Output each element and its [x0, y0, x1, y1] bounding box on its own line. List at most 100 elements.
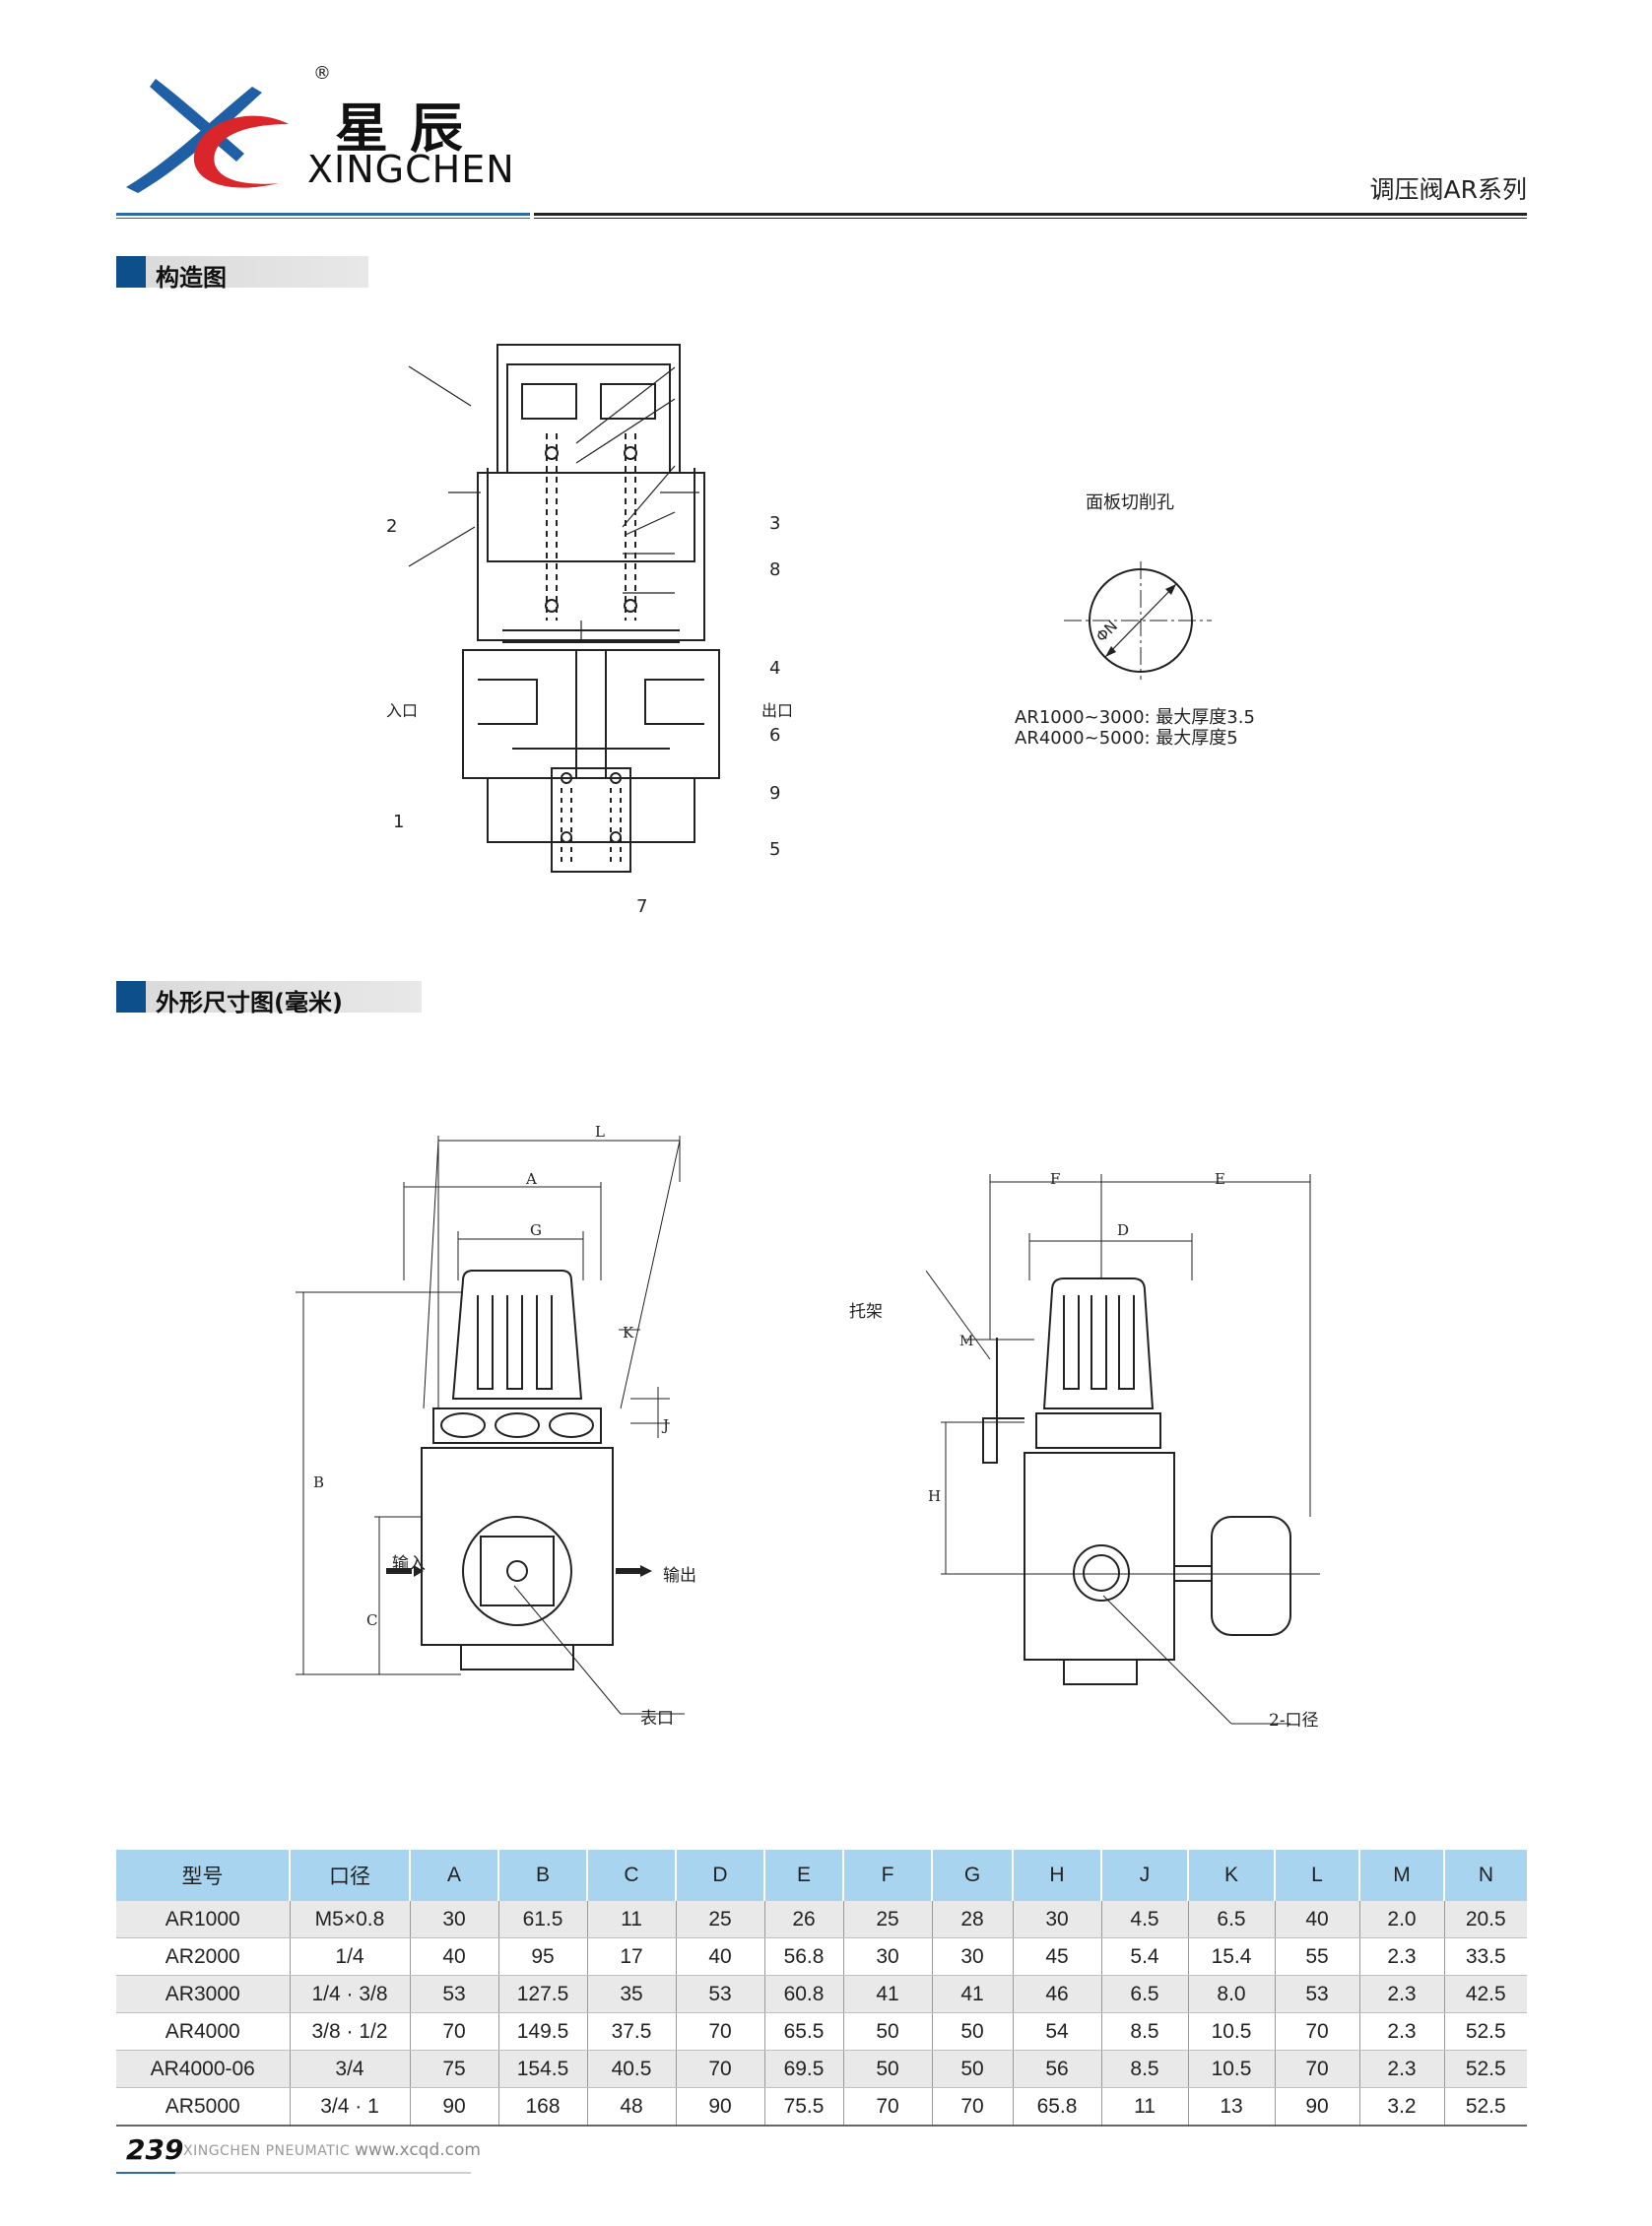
model-cell: AR1000 — [116, 1901, 291, 1938]
table-cell: 26 — [764, 1901, 844, 1938]
table-cell: 53 — [1275, 1975, 1360, 2013]
table-cell: 90 — [410, 2087, 499, 2127]
table-cell: 17 — [587, 1937, 677, 1976]
series-title: 调压阀AR系列 — [1369, 175, 1527, 204]
front-view-drawing — [296, 1136, 685, 1715]
table-cell: 70 — [843, 2087, 933, 2127]
panel-cutout-title: 面板切削孔 — [1086, 492, 1174, 513]
table-cell: 42.5 — [1444, 1975, 1527, 2013]
model-cell: AR5000 — [116, 2087, 291, 2127]
table-cell: 35 — [587, 1975, 677, 2013]
table-cell: 6.5 — [1101, 1975, 1189, 2013]
callout-9: 9 — [769, 783, 781, 804]
col-header: 口径 — [290, 1850, 411, 1901]
table-cell: 61.5 — [498, 1901, 588, 1938]
callout-1: 1 — [393, 812, 405, 832]
brand-logo-icon — [126, 79, 289, 193]
output-label: 输出 — [663, 1566, 696, 1586]
table-cell: 50 — [932, 2012, 1014, 2051]
table-cell: 25 — [843, 1901, 933, 1938]
dim-label-E: E — [1215, 1170, 1225, 1188]
structure-cross-section — [408, 344, 720, 873]
col-header: A — [410, 1850, 499, 1901]
footer-url[interactable]: www.xcqd.com — [355, 2140, 481, 2160]
gauge-port-label: 表口 — [640, 1709, 674, 1729]
table-cell: 90 — [676, 2087, 765, 2127]
dim-label-B: B — [313, 1473, 325, 1491]
section-title: 外形尺寸图(毫米) — [156, 989, 343, 1016]
table-cell: 95 — [498, 1937, 588, 1976]
col-header: 型号 — [116, 1850, 291, 1901]
page-number: 239 — [126, 2133, 184, 2166]
callout-6: 6 — [769, 725, 781, 746]
col-header: E — [764, 1850, 844, 1901]
table-cell: 154.5 — [498, 2050, 588, 2088]
callout-5: 5 — [769, 839, 781, 860]
brand-name-cn: 星辰 — [335, 98, 485, 160]
footer-rule — [116, 2172, 471, 2174]
col-header: L — [1275, 1850, 1360, 1901]
table-cell: 52.5 — [1444, 2087, 1527, 2127]
table-cell: 2.3 — [1359, 1975, 1445, 2013]
table-cell: 56 — [1013, 2050, 1102, 2088]
model-cell: AR4000 — [116, 2012, 291, 2051]
col-header: N — [1444, 1850, 1527, 1901]
table-cell: 45 — [1013, 1937, 1102, 1976]
callout-2: 2 — [386, 516, 398, 537]
table-cell: 3/4 · 1 — [290, 2087, 411, 2127]
table-cell: 75 — [410, 2050, 499, 2088]
table-cell: 40.5 — [587, 2050, 677, 2088]
table-cell: 3/8 · 1/2 — [290, 2012, 411, 2051]
table-cell: 90 — [1275, 2087, 1360, 2127]
col-header: K — [1188, 1850, 1276, 1901]
table-cell: 2.3 — [1359, 2050, 1445, 2088]
section-title: 构造图 — [156, 264, 227, 292]
table-cell: 33.5 — [1444, 1937, 1527, 1976]
col-header: C — [587, 1850, 677, 1901]
table-cell: 6.5 — [1188, 1901, 1276, 1938]
panel-note-2: AR4000~5000: 最大厚度5 — [1015, 728, 1238, 749]
panel-cutout-hole — [1064, 561, 1212, 680]
table-header-row: 型号 口径 A B C D E F G H J K L M N — [116, 1850, 1527, 1901]
table-cell: 10.5 — [1188, 2050, 1276, 2088]
input-label: 输入 — [392, 1554, 426, 1574]
dim-label-G: G — [530, 1221, 542, 1239]
table-cell: 2.3 — [1359, 1937, 1445, 1976]
table-cell: 127.5 — [498, 1975, 588, 2013]
table-cell: 168 — [498, 2087, 588, 2127]
table-cell: 50 — [932, 2050, 1014, 2088]
table-cell: 30 — [843, 1937, 933, 1976]
table-cell: 50 — [843, 2050, 933, 2088]
callout-4: 4 — [769, 658, 781, 679]
brand-name-en: XINGCHEN — [307, 148, 515, 191]
callout-3: 3 — [769, 513, 781, 534]
col-header: G — [932, 1850, 1014, 1901]
table-cell: 70 — [676, 2012, 765, 2051]
table-cell: 53 — [676, 1975, 765, 2013]
table-cell: 40 — [1275, 1901, 1360, 1938]
callout-8: 8 — [769, 559, 781, 580]
table-cell: 54 — [1013, 2012, 1102, 2051]
table-cell: 15.4 — [1188, 1937, 1276, 1976]
model-cell: AR2000 — [116, 1937, 291, 1976]
col-header: D — [676, 1850, 765, 1901]
table-cell: 70 — [932, 2087, 1014, 2127]
table-cell: 4.5 — [1101, 1901, 1189, 1938]
port-size-label: 2-口径 — [1269, 1711, 1319, 1731]
table-cell: M5×0.8 — [290, 1901, 411, 1938]
table-cell: 8.5 — [1101, 2012, 1189, 2051]
footer-rule-accent — [116, 2172, 175, 2174]
dim-label-D: D — [1117, 1221, 1130, 1239]
table-cell: 60.8 — [764, 1975, 844, 2013]
table-cell: 20.5 — [1444, 1901, 1527, 1938]
table-cell: 30 — [932, 1937, 1014, 1976]
table-cell: 52.5 — [1444, 2012, 1527, 2051]
table-cell: 3/4 — [290, 2050, 411, 2088]
table-cell: 8.5 — [1101, 2050, 1189, 2088]
table-cell: 1/4 — [290, 1937, 411, 1976]
table-cell: 70 — [1275, 2012, 1360, 2051]
table-cell: 3.2 — [1359, 2087, 1445, 2127]
